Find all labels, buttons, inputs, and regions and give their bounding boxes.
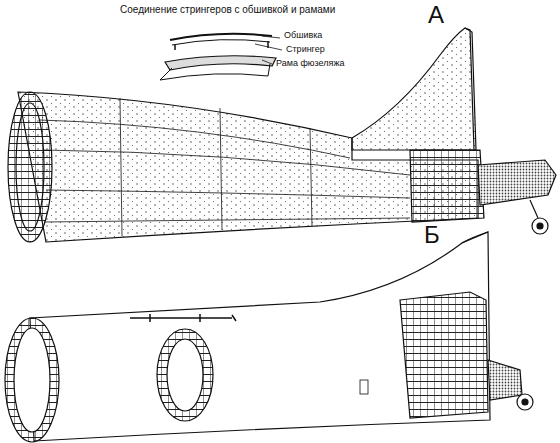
part-label: Стрингер [286, 45, 325, 55]
fuselage-a [8, 28, 556, 242]
part-label: Обшивка [284, 31, 322, 41]
fuselage-b [5, 232, 533, 442]
part-label: Рама фюзеляжа [276, 59, 344, 69]
view-letter: Б [424, 222, 440, 248]
joint-inset [160, 34, 276, 80]
diagram-title: Соединение стрингеров с обшивкой и рамам… [120, 4, 335, 15]
view-letter: А [428, 2, 444, 28]
